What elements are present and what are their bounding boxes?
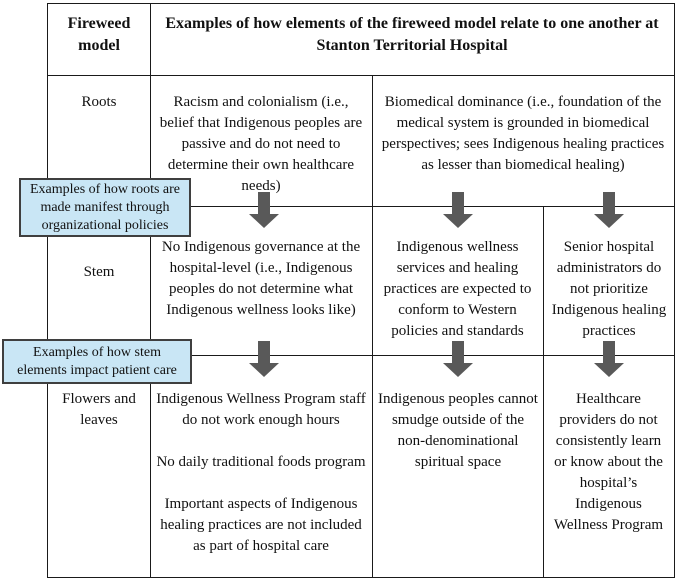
callout-stem-to-flowers-label: Examples of how stem elements impact pat… — [17, 344, 177, 378]
table-divider-col3 — [543, 206, 544, 577]
cell-stem-governance: No Indigenous governance at the hospital… — [161, 239, 361, 318]
cell-roots-biomedical: Biomedical dominance (i.e., foundation o… — [381, 94, 665, 173]
table-border-left — [47, 3, 48, 578]
down-arrow-icon — [249, 341, 279, 377]
row-label-roots: Roots — [81, 94, 117, 110]
cell-roots-racism: Racism and colonialism (i.e., belief tha… — [159, 94, 363, 194]
table-border-right — [674, 3, 675, 578]
header-fireweed-model: Fireweed model — [67, 15, 131, 54]
table-divider-header — [47, 75, 675, 76]
cell-flowers-program: Indigenous Wellness Program staff do not… — [154, 389, 368, 557]
down-arrow-shaft — [603, 192, 615, 214]
cell-flowers-providers: Healthcare providers do not consistently… — [553, 391, 664, 533]
down-arrow-icon — [594, 341, 624, 377]
down-arrow-icon — [443, 192, 473, 228]
row-label-stem: Stem — [83, 264, 115, 280]
callout-stem-to-flowers: Examples of how stem elements impact pat… — [2, 339, 192, 384]
down-arrow-shaft — [603, 341, 615, 363]
down-arrow-icon — [249, 192, 279, 228]
table-divider-col2 — [372, 75, 373, 577]
down-arrow-head — [594, 363, 624, 377]
cell-stem-conform: Indigenous wellness services and healing… — [383, 239, 532, 339]
down-arrow-head — [443, 214, 473, 228]
down-arrow-head — [249, 363, 279, 377]
down-arrow-shaft — [452, 192, 464, 214]
down-arrow-head — [594, 214, 624, 228]
table-divider-roots-stem — [47, 206, 675, 207]
flowers-program-paragraph-3: Important aspects of Indigenous healing … — [160, 496, 362, 554]
down-arrow-icon — [443, 341, 473, 377]
down-arrow-icon — [594, 192, 624, 228]
down-arrow-head — [249, 214, 279, 228]
down-arrow-shaft — [452, 341, 464, 363]
down-arrow-shaft — [258, 192, 270, 214]
down-arrow-head — [443, 363, 473, 377]
callout-roots-to-stem-label: Examples of how roots are made manifest … — [29, 181, 181, 233]
header-examples: Examples of how elements of the fireweed… — [165, 15, 659, 54]
down-arrow-shaft — [258, 341, 270, 363]
table-divider-stem-flowers — [47, 355, 675, 356]
table-divider-col1 — [150, 3, 151, 577]
callout-roots-to-stem: Examples of how roots are made manifest … — [19, 178, 191, 237]
cell-stem-administrators: Senior hospital administrators do not pr… — [551, 239, 667, 339]
flowers-program-paragraph-1: Indigenous Wellness Program staff do not… — [156, 391, 366, 428]
table-border-top — [47, 3, 675, 4]
flowers-program-paragraph-2: No daily traditional foods program — [156, 454, 366, 470]
cell-flowers-smudge: Indigenous peoples cannot smudge outside… — [378, 391, 538, 470]
row-label-flowers: Flowers and leaves — [62, 391, 136, 428]
table-border-bottom — [47, 577, 675, 578]
